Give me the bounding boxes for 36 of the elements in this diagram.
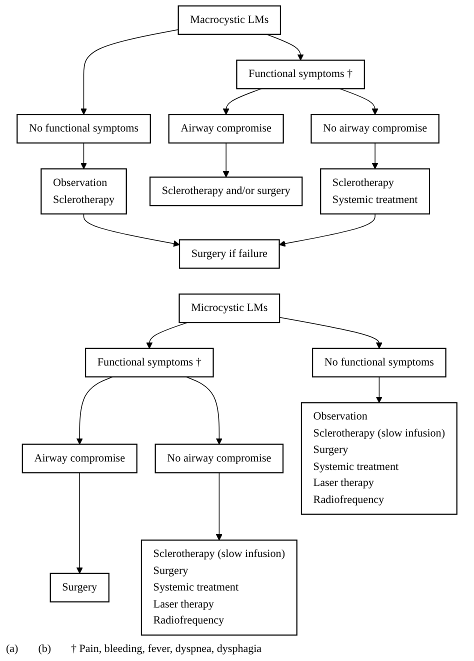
node-box [178, 294, 280, 324]
arrow [279, 214, 376, 247]
node-box [310, 114, 440, 144]
node-box [178, 239, 280, 269]
arrow [76, 472, 83, 574]
arrow [186, 376, 222, 445]
node-box [40, 168, 127, 214]
panel-label: (a) [6, 643, 18, 655]
footnote: † Pain, bleeding, fever, dyspnea, dysphagia [71, 643, 262, 655]
arrow [372, 142, 378, 170]
flowchart: Macrocystic LMs Functional symptoms † No functional symptoms Airway compromise No airway compromise Observation Sclerotherapy Sclerotherapy and/or surgery Sclerotherapy Systemic treatment Surgery if failure Microcystic LMs Functional symptoms † No functional symptoms Airway compromise No airway compromise Observation Sclerotherapy (slow infusion) Surgery Systemic treatment Laser therapy Radiofrequency Surgery Sclerotherapy (slow infusion) Surgery Systemic treatment Laser therapy Radiofrequency [0, 0, 474, 641]
arrow [266, 34, 304, 61]
node-box [154, 444, 284, 474]
arrow [222, 142, 230, 178]
node-box [22, 444, 138, 474]
node-box [140, 540, 298, 636]
node-box [312, 348, 446, 378]
arrow [80, 142, 87, 170]
node-box [236, 60, 365, 90]
arrow [279, 317, 382, 349]
arrow [76, 376, 114, 445]
arrow [222, 88, 262, 115]
node-box [50, 572, 110, 602]
arrow [339, 88, 378, 115]
arrow [376, 376, 382, 403]
node-box [320, 168, 430, 214]
arrow [216, 472, 222, 540]
node-box [300, 402, 458, 515]
arrow [80, 29, 179, 115]
node-box [168, 114, 284, 144]
node-box [178, 5, 282, 35]
node-box [16, 114, 151, 144]
panel-label: (b) [38, 643, 52, 655]
node-box [149, 176, 303, 206]
arrow [83, 214, 180, 247]
node-box [84, 348, 214, 378]
